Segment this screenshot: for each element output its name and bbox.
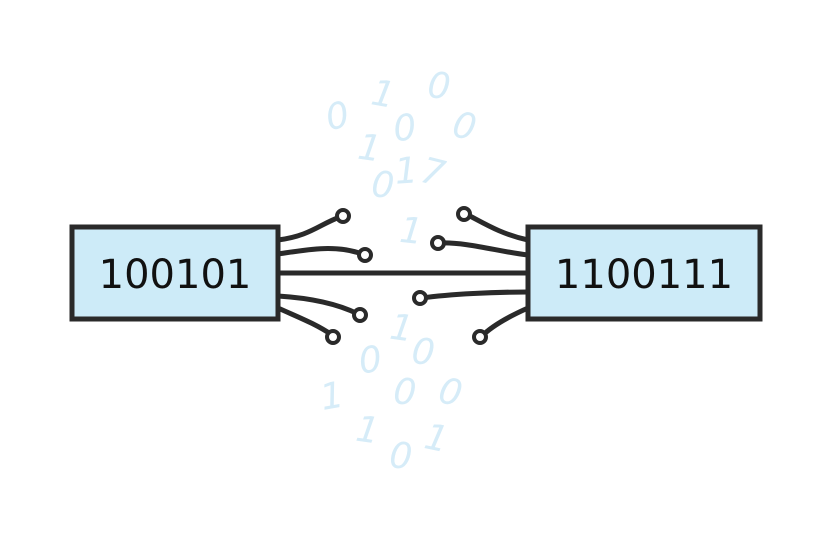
terminal-right-4	[472, 329, 488, 345]
wire-right-2	[437, 240, 531, 258]
right-box-frame	[525, 224, 763, 322]
floating-digit: 0	[392, 371, 418, 413]
floating-digit: 1	[393, 150, 419, 192]
floating-digit: 0	[426, 65, 452, 108]
wire-left-2	[275, 246, 365, 257]
terminal-right-2	[430, 235, 446, 251]
terminal-left-1	[335, 208, 351, 224]
wire-left-1	[275, 214, 343, 243]
terminal-right-1	[456, 206, 472, 222]
right-data-box: 1100111	[525, 224, 763, 322]
floating-digit: 1	[387, 307, 415, 351]
connector-wires	[275, 211, 531, 339]
wire-terminals	[325, 206, 488, 345]
floating-digit: 1	[398, 210, 425, 253]
left-box-label: 100101	[99, 252, 252, 298]
wire-right-4	[479, 305, 531, 339]
floating-digit: 0	[435, 370, 466, 415]
wire-right-3	[419, 289, 531, 301]
terminal-left-3	[352, 307, 368, 323]
floating-digit: 0	[388, 435, 414, 477]
floating-digit: 1	[353, 409, 381, 453]
floating-digit: 1	[421, 416, 452, 461]
terminal-left-2	[357, 247, 373, 263]
floating-digit: 1	[317, 374, 347, 418]
wire-left-3	[275, 293, 361, 317]
left-data-box: 100101	[69, 224, 281, 322]
floating-digit: 0	[449, 104, 480, 149]
right-box-label: 1100111	[555, 252, 733, 298]
floating-digit: 0	[322, 94, 353, 139]
terminal-left-4	[325, 329, 341, 345]
wire-left-4	[275, 305, 335, 338]
floating-digit: 0	[391, 107, 418, 150]
wire-right-1	[463, 211, 531, 243]
terminal-right-3	[412, 290, 428, 306]
floating-digit: 0	[370, 164, 396, 206]
floating-digit: 0	[356, 339, 384, 383]
left-box-frame	[69, 224, 281, 322]
floating-digit: 1	[355, 127, 383, 171]
floating-digit: 7	[417, 150, 449, 195]
floating-digit: 0	[410, 331, 437, 374]
